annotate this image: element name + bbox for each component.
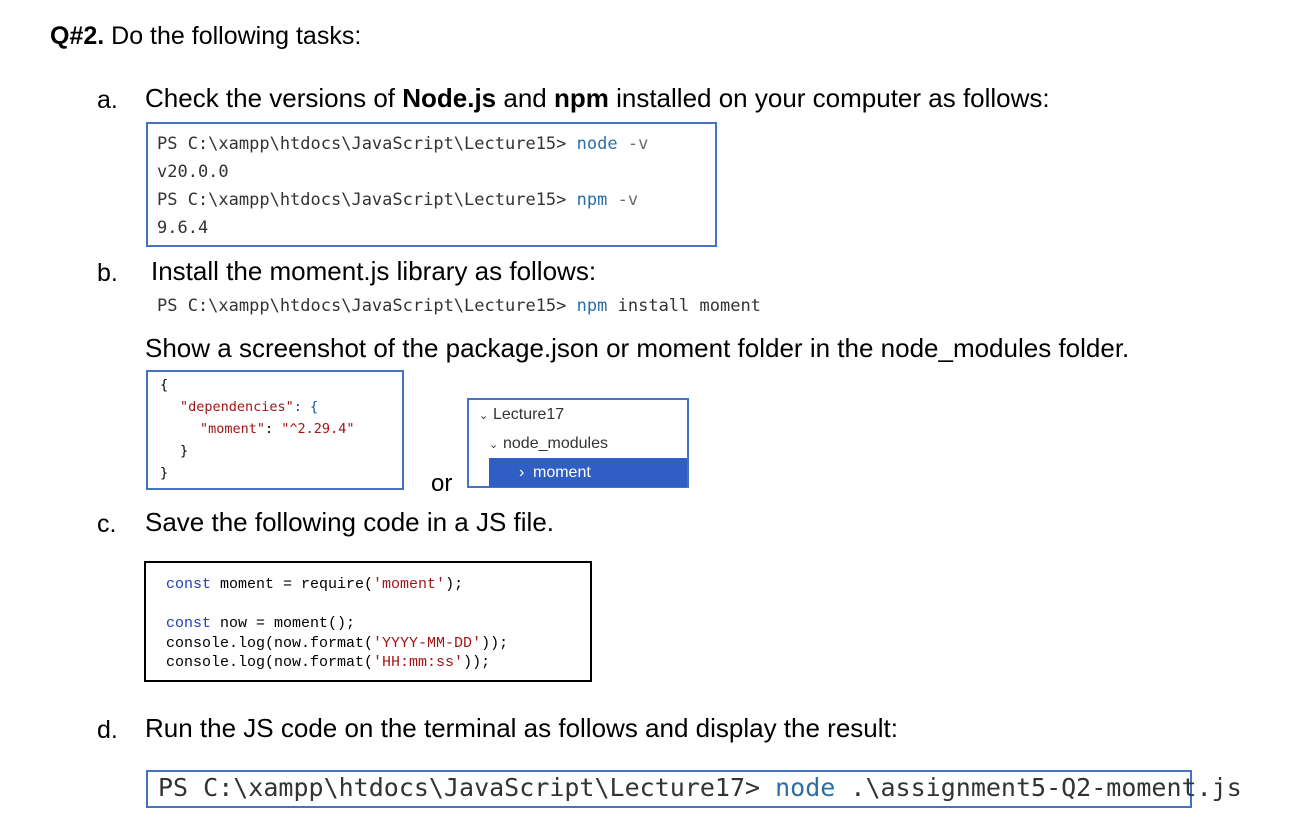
tree-item-moment[interactable]: ›moment — [489, 458, 687, 487]
item-a-text: Check the versions of Node.js and npm in… — [145, 83, 1050, 113]
question-title: Q#2. Do the following tasks: — [50, 22, 361, 51]
terminal-run-code: PS C:\xampp\htdocs\JavaScript\Lecture17>… — [146, 770, 1242, 808]
terminal-line: v20.0.0 — [157, 162, 229, 182]
json-moment-line: "moment": "^2.29.4" — [200, 421, 355, 437]
json-dependencies-line: "dependencies": { — [180, 399, 319, 415]
screenshot-instruction: Show a screenshot of the package.json or… — [145, 333, 1130, 363]
terminal-line: PS C:\xampp\htdocs\JavaScript\Lecture15>… — [157, 190, 639, 210]
package-json-snippet: { "dependencies": { "moment": "^2.29.4" … — [146, 370, 404, 490]
chevron-down-icon: ⌄ — [479, 410, 489, 422]
item-b-marker: b. — [97, 259, 118, 287]
terminal-line: PS C:\xampp\htdocs\JavaScript\Lecture17>… — [158, 773, 1242, 802]
json-outer-close: } — [160, 465, 169, 481]
terminal-line: PS C:\xampp\htdocs\JavaScript\Lecture15>… — [157, 134, 649, 154]
npm-bold: npm — [553, 83, 609, 113]
json-open-brace: { — [160, 377, 169, 393]
nodejs-bold: Node.js — [402, 83, 497, 113]
code-line: console.log(now.format('HH:mm:ss')); — [166, 654, 491, 671]
code-line: console.log(now.format('YYYY-MM-DD')); — [166, 634, 509, 652]
tree-item-lecture17[interactable]: ⌄Lecture17 — [469, 400, 687, 429]
terminal-install-moment: PS C:\xampp\htdocs\JavaScript\Lecture15>… — [157, 296, 761, 316]
terminal-line: 9.6.4 — [157, 218, 209, 238]
code-line: const now = moment(); — [166, 615, 356, 632]
item-d-text: Run the JS code on the terminal as follo… — [145, 713, 898, 743]
terminal-version-check: PS C:\xampp\htdocs\JavaScript\Lecture15>… — [146, 122, 717, 247]
item-c-text: Save the following code in a JS file. — [145, 507, 555, 537]
chevron-down-icon: ⌄ — [489, 439, 499, 451]
item-d-marker: d. — [97, 716, 118, 744]
item-c-marker: c. — [97, 510, 117, 538]
code-line: const moment = require('moment'); — [166, 576, 464, 593]
file-explorer-tree: ⌄Lecture17 ⌄node_modules ›moment — [467, 398, 689, 488]
json-inner-close: } — [180, 443, 189, 459]
tree-item-node-modules[interactable]: ⌄node_modules — [469, 429, 687, 458]
item-a-marker: a. — [97, 86, 118, 114]
item-b-text: Install the moment.js library as follows… — [151, 256, 597, 286]
chevron-right-icon: › — [519, 464, 525, 481]
or-label: or — [431, 470, 453, 497]
question-label: Q#2. — [50, 22, 105, 50]
code-blank-line — [166, 595, 590, 615]
code-snippet: const moment = require('moment'); const … — [144, 561, 592, 682]
question-text: Do the following tasks: — [104, 22, 362, 50]
